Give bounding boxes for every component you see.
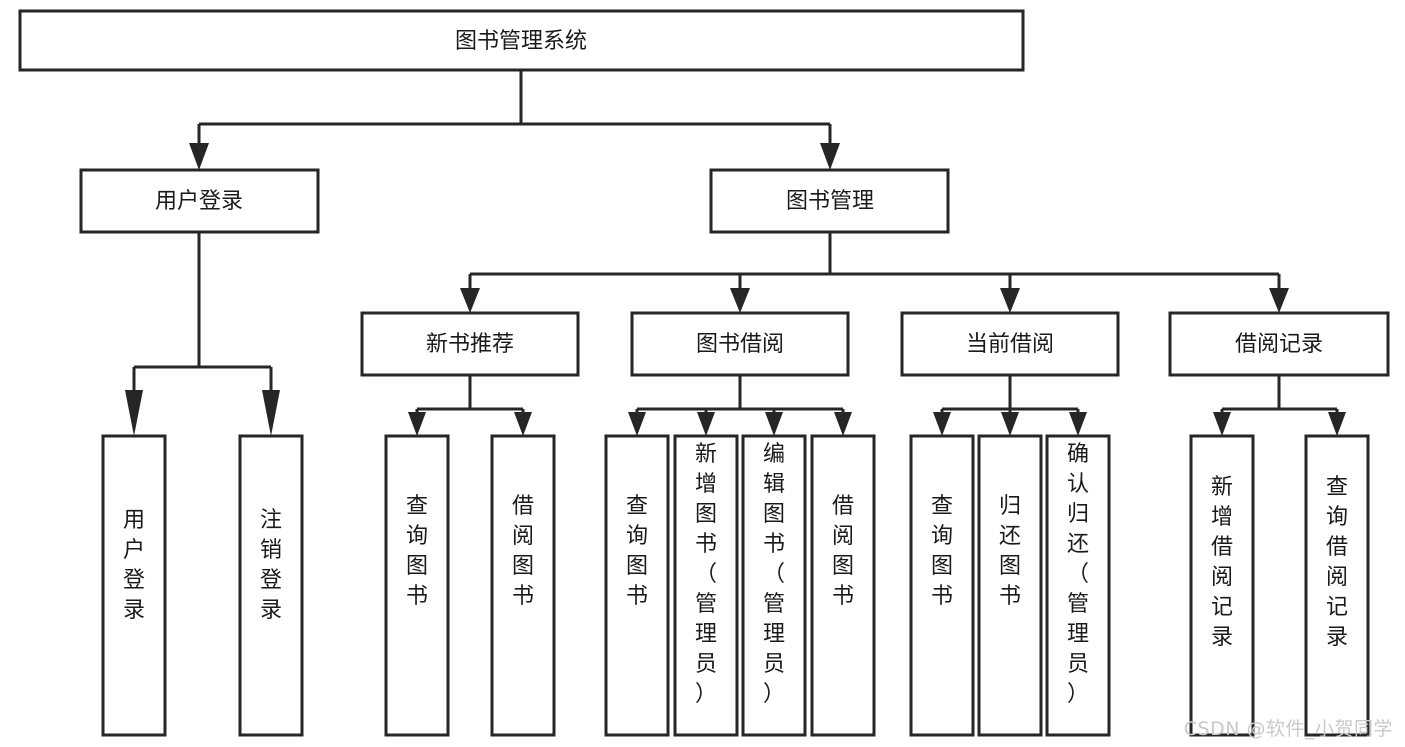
leaf-user-login-box[interactable]	[101, 434, 167, 737]
leaf-edit-book-admin-label: 编辑图书（管理员）	[763, 442, 785, 707]
leaf-query-book-2-box[interactable]	[604, 434, 670, 737]
node-current-borrow-box[interactable]	[900, 311, 1120, 377]
node-user-login-label: 用户登录	[155, 189, 243, 214]
node-book-management-label: 图书管理	[786, 189, 874, 214]
node-book-borrow-box[interactable]	[630, 311, 850, 377]
arrow-head-icon	[125, 390, 143, 436]
leaf-return-book-label: 归还图书	[999, 494, 1021, 609]
arrow-head-icon	[697, 412, 715, 436]
leaf-add-book-admin[interactable]: 新增图书（管理员）	[673, 434, 739, 737]
leaf-confirm-return-admin[interactable]: 确认归还（管理员）	[1045, 434, 1111, 737]
leaf-logout-label: 注销登录	[260, 508, 282, 623]
leaf-query-book-3-box[interactable]	[909, 434, 975, 737]
leaf-logout-box[interactable]	[238, 434, 304, 737]
leaf-query-book-1-label: 查询图书	[406, 494, 428, 609]
connector-group-root	[189, 70, 840, 170]
leaf-return-book[interactable]: 归还图书	[977, 434, 1043, 737]
arrow-head-icon	[730, 288, 750, 313]
arrow-head-icon	[1001, 412, 1019, 436]
node-borrow-record[interactable]: 借阅记录	[1168, 311, 1390, 377]
arrow-head-icon	[514, 412, 532, 436]
node-book-management-box[interactable]	[709, 168, 950, 234]
arrow-head-icon	[1213, 412, 1231, 436]
leaf-return-book-box[interactable]	[977, 434, 1043, 737]
arrow-head-icon	[1269, 288, 1289, 313]
leaf-add-book-admin-label: 新增图书（管理员）	[695, 442, 717, 707]
arrow-head-icon	[1328, 412, 1346, 436]
leaf-query-book-3-label: 查询图书	[931, 494, 953, 609]
leaf-edit-book-admin[interactable]: 编辑图书（管理员）	[741, 434, 807, 737]
node-new-book-recommend[interactable]: 新书推荐	[360, 311, 580, 377]
leaf-borrow-book-1-box[interactable]	[490, 434, 556, 737]
leaf-add-borrow-record-box[interactable]	[1189, 434, 1255, 737]
leaf-query-borrow-record-box[interactable]	[1304, 434, 1370, 737]
leaf-user-login[interactable]: 用户登录	[101, 434, 167, 737]
leaf-user-login-label: 用户登录	[123, 508, 145, 623]
node-book-borrow-label: 图书借阅	[696, 332, 784, 357]
leaf-borrow-book-2-box[interactable]	[810, 434, 876, 737]
connector-group-book-management	[460, 232, 1289, 313]
node-current-borrow-label: 当前借阅	[966, 332, 1054, 357]
node-user-login-box[interactable]	[79, 168, 320, 234]
leaf-borrow-book-2[interactable]: 借阅图书	[810, 434, 876, 737]
leaf-query-book-2-label: 查询图书	[626, 494, 648, 609]
connector-group-current-borrow	[933, 375, 1087, 436]
node-borrow-record-box[interactable]	[1168, 311, 1390, 377]
leaf-add-book-admin-box[interactable]	[673, 434, 739, 737]
arrow-head-icon	[408, 412, 426, 436]
arrow-head-icon	[933, 412, 951, 436]
node-new-book-recommend-label: 新书推荐	[426, 332, 514, 357]
arrow-head-icon	[1069, 412, 1087, 436]
arrow-head-icon	[765, 412, 783, 436]
leaf-borrow-book-2-label: 借阅图书	[832, 494, 854, 609]
root-node-box[interactable]	[18, 9, 1025, 72]
arrow-head-icon	[262, 390, 280, 436]
leaf-add-borrow-record[interactable]: 新增借阅记录	[1189, 434, 1255, 737]
connector-group-book-borrow	[628, 375, 852, 436]
leaf-query-borrow-record[interactable]: 查询借阅记录	[1304, 434, 1370, 737]
arrow-head-icon	[628, 412, 646, 436]
leaf-borrow-book-1[interactable]: 借阅图书	[490, 434, 556, 737]
node-borrow-record-label: 借阅记录	[1235, 332, 1323, 357]
leaf-confirm-return-admin-label: 确认归还（管理员）	[1067, 442, 1089, 707]
root-node[interactable]: 图书管理系统	[18, 9, 1025, 72]
leaf-edit-book-admin-box[interactable]	[741, 434, 807, 737]
arrow-head-icon	[189, 143, 209, 170]
leaf-confirm-return-admin-box[interactable]	[1045, 434, 1111, 737]
leaf-query-book-2[interactable]: 查询图书	[604, 434, 670, 737]
connector-group-user-login	[125, 232, 280, 436]
arrow-head-icon	[820, 143, 840, 170]
node-book-borrow[interactable]: 图书借阅	[630, 311, 850, 377]
node-current-borrow[interactable]: 当前借阅	[900, 311, 1120, 377]
connector-group-borrow-record	[1213, 375, 1346, 436]
leaf-logout[interactable]: 注销登录	[238, 434, 304, 737]
node-user-login[interactable]: 用户登录	[79, 168, 320, 234]
connector-group-new-book	[408, 375, 532, 436]
node-book-management[interactable]: 图书管理	[709, 168, 950, 234]
leaf-query-book-1-box[interactable]	[384, 434, 450, 737]
leaf-borrow-book-1-label: 借阅图书	[512, 494, 534, 609]
leaf-query-book-3[interactable]: 查询图书	[909, 434, 975, 737]
arrow-head-icon	[1000, 288, 1020, 313]
leaf-query-borrow-record-label: 查询借阅记录	[1326, 475, 1348, 650]
arrow-head-icon	[834, 412, 852, 436]
root-node-label: 图书管理系统	[455, 29, 587, 54]
node-new-book-recommend-box[interactable]	[360, 311, 580, 377]
leaf-add-borrow-record-label: 新增借阅记录	[1211, 475, 1233, 650]
arrow-head-icon	[460, 288, 480, 313]
leaf-query-book-1[interactable]: 查询图书	[384, 434, 450, 737]
